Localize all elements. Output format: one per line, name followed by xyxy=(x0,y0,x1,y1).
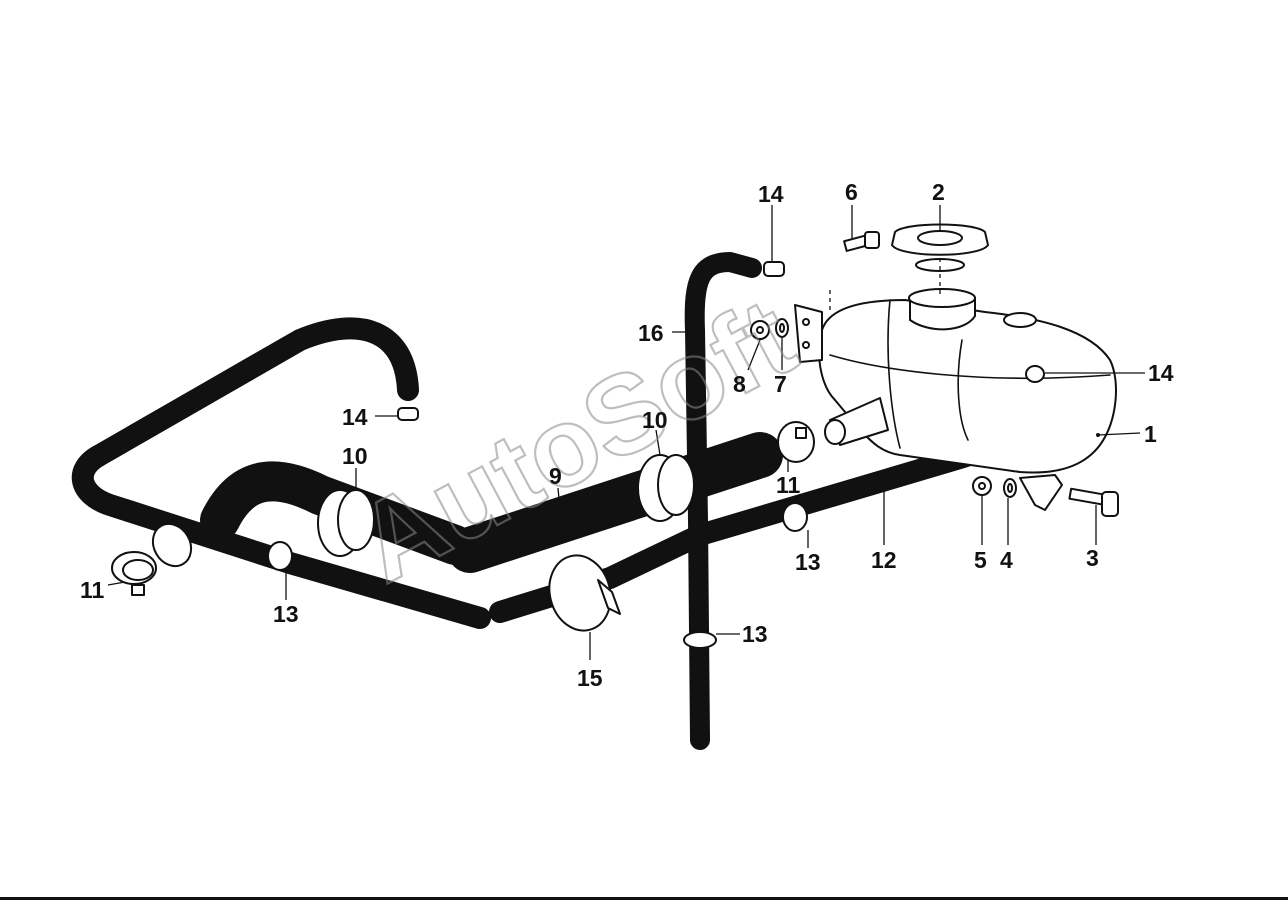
callouts: 1 2 3 4 5 6 7 8 9 10 10 11 11 12 13 13 1… xyxy=(80,179,1174,691)
washer-4 xyxy=(1003,478,1017,498)
callout-15: 15 xyxy=(577,665,603,691)
clamp-15 xyxy=(548,554,621,632)
clamp-10-left xyxy=(317,489,375,557)
callout-16: 16 xyxy=(638,320,664,346)
callout-1: 1 xyxy=(1144,421,1157,447)
clip-13-mid xyxy=(782,502,808,532)
callout-14-top: 14 xyxy=(758,181,784,207)
callout-11-right: 11 xyxy=(776,472,801,498)
callout-8: 8 xyxy=(733,371,746,397)
callout-5: 5 xyxy=(974,547,987,573)
callout-13-left: 13 xyxy=(273,601,299,627)
callout-12: 12 xyxy=(871,547,897,573)
clamp-14-left xyxy=(397,407,419,421)
clamp-14-top xyxy=(763,261,785,277)
callout-3: 3 xyxy=(1086,545,1099,571)
radiator-cap-2 xyxy=(891,223,989,272)
callout-6: 6 xyxy=(845,179,858,205)
hose-9 xyxy=(151,432,783,573)
nut-8 xyxy=(750,320,770,340)
clip-13-left xyxy=(267,541,293,571)
callout-9: 9 xyxy=(549,463,562,489)
hose-left-loop xyxy=(71,317,491,629)
callout-13-low: 13 xyxy=(742,621,768,647)
callout-4: 4 xyxy=(1000,547,1013,573)
callout-11-left: 11 xyxy=(80,577,105,603)
bolt-6 xyxy=(843,231,880,252)
callout-10-right: 10 xyxy=(642,407,668,433)
callout-10-left: 10 xyxy=(342,443,368,469)
callout-14-tank: 14 xyxy=(1148,360,1174,386)
callout-13-mid: 13 xyxy=(795,549,821,575)
hose-16 xyxy=(684,252,762,750)
clamp-11-right xyxy=(777,421,815,463)
bolt-3 xyxy=(1068,487,1119,517)
bottom-border xyxy=(0,897,1288,900)
clamp-11-left xyxy=(111,551,157,596)
leader-lines xyxy=(107,205,1145,660)
callout-14-left: 14 xyxy=(342,404,368,430)
nut-5 xyxy=(972,476,992,496)
callout-7: 7 xyxy=(774,371,787,397)
clip-13-low xyxy=(683,631,717,649)
clamp-14-tank xyxy=(1025,365,1045,383)
washer-7 xyxy=(775,318,789,338)
expansion-tank-1 xyxy=(794,288,1117,511)
clamp-10-right xyxy=(637,454,695,522)
callout-2: 2 xyxy=(932,179,945,205)
